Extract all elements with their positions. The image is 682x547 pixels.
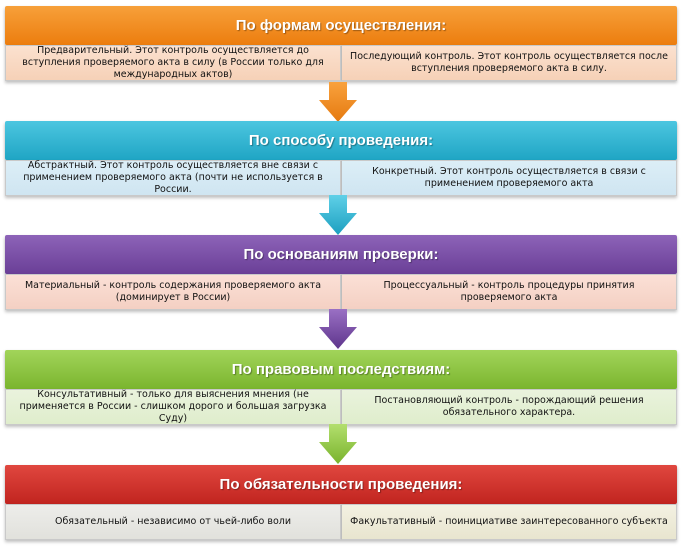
section-cells: Материальный - контроль содержания прове… [5,274,677,310]
right-cell: Постановляющий контроль - порождающий ре… [341,389,677,425]
right-cell: Факультативный - поинициативе заинтересо… [341,504,677,540]
section-header: По правовым последствиям: [5,350,677,389]
left-cell: Консультативный - только для выяснения м… [5,389,341,425]
section-cells: Обязательный - независимо от чьей-либо в… [5,504,677,540]
section-header: По обязательности проведения: [5,465,677,504]
down-arrow-icon [319,309,357,349]
down-arrow-icon [319,82,357,122]
section-cells: Абстрактный. Этот контроль осуществляетс… [5,160,677,196]
section-header: По формам осуществления: [5,6,677,45]
right-cell: Последующий контроль. Этот контроль осущ… [341,45,677,81]
section-cells: Консультативный - только для выяснения м… [5,389,677,425]
left-cell: Обязательный - независимо от чьей-либо в… [5,504,341,540]
section-cells: Предварительный. Этот контроль осуществл… [5,45,677,81]
down-arrow-icon [319,424,357,464]
left-cell: Предварительный. Этот контроль осуществл… [5,45,341,81]
left-cell: Материальный - контроль содержания прове… [5,274,341,310]
left-cell: Абстрактный. Этот контроль осуществляетс… [5,160,341,196]
right-cell: Конкретный. Этот контроль осуществляется… [341,160,677,196]
down-arrow-icon [319,195,357,235]
section-header: По основаниям проверки: [5,235,677,274]
right-cell: Процессуальный - контроль процедуры прин… [341,274,677,310]
section-header: По способу проведения: [5,121,677,160]
